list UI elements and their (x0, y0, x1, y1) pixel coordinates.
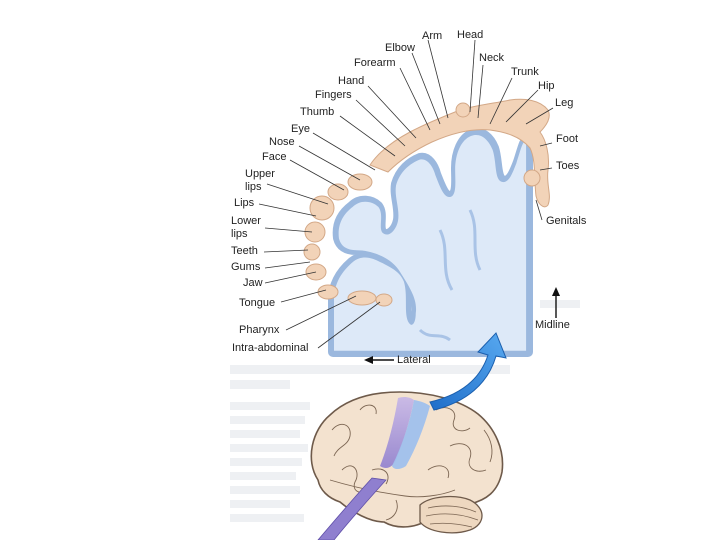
label-foot: Foot (556, 134, 578, 145)
label-neck: Neck (479, 53, 504, 64)
label-elbow: Elbow (385, 43, 415, 54)
label-forearm: Forearm (354, 58, 396, 69)
label-lips: Lips (234, 198, 254, 209)
label-hand: Hand (338, 76, 364, 87)
label-leg: Leg (555, 98, 573, 109)
label-genitals: Genitals (546, 216, 586, 227)
label-hip: Hip (538, 81, 555, 92)
label-toes: Toes (556, 161, 579, 172)
label-lateral: Lateral (397, 355, 431, 366)
cortex-section (333, 133, 528, 352)
label-upper-lips-line1: Upper (245, 169, 275, 180)
label-teeth: Teeth (231, 246, 258, 257)
label-midline: Midline (535, 320, 570, 331)
label-fingers: Fingers (315, 90, 352, 101)
label-thumb: Thumb (300, 107, 334, 118)
label-eye: Eye (291, 124, 310, 135)
label-gums: Gums (231, 262, 260, 273)
label-tongue: Tongue (239, 298, 275, 309)
brain-illustration (311, 392, 502, 540)
label-face: Face (262, 152, 286, 163)
label-lower-lips-line2: lips (231, 229, 248, 240)
label-intra-abdominal: Intra-abdominal (232, 343, 308, 354)
lateral-arrow (364, 356, 394, 364)
label-arm: Arm (422, 31, 442, 42)
label-trunk: Trunk (511, 67, 539, 78)
label-jaw: Jaw (243, 278, 263, 289)
label-upper-lips-line2: lips (245, 182, 262, 193)
label-lower-lips-line1: Lower (231, 216, 261, 227)
label-nose: Nose (269, 137, 295, 148)
label-pharynx: Pharynx (239, 325, 279, 336)
label-head: Head (457, 30, 483, 41)
